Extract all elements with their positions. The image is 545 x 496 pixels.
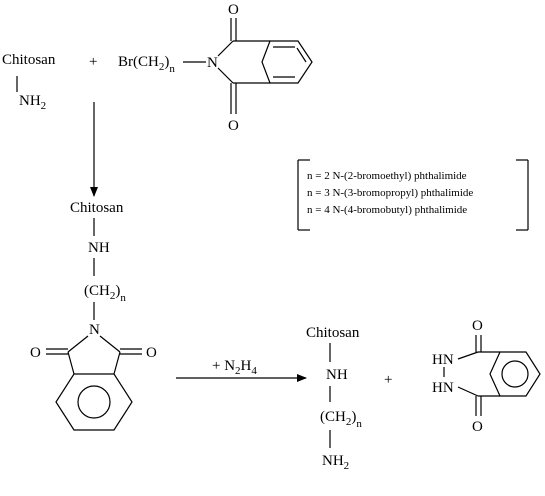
legend-line: n = 3 N-(3-bromopropyl) phthalimide xyxy=(307,187,473,199)
plus-sign: + xyxy=(384,372,392,388)
carbonyl-oxygen-top: O xyxy=(228,2,239,18)
chitosan-label: Chitosan xyxy=(70,200,124,216)
hn-label-bottom: HN xyxy=(432,380,454,396)
legend-line: n = 2 N-(2-bromoethyl) phthalimide xyxy=(307,170,467,182)
chitosan-label: Chitosan xyxy=(2,52,56,68)
carbonyl-oxygen-bottom: O xyxy=(472,419,483,435)
phthalhydrazide-product: O HN HN O xyxy=(432,318,541,435)
linker-label: (CH2)n xyxy=(84,283,126,304)
bond-line xyxy=(113,351,121,375)
bond-line xyxy=(457,386,479,397)
bond-line xyxy=(99,335,121,353)
hn-label-top: HN xyxy=(432,352,454,368)
aromatic-circle xyxy=(501,360,529,388)
benzene-ring xyxy=(261,40,313,84)
aromatic-bond xyxy=(296,47,307,63)
nh-label: NH xyxy=(326,367,348,383)
carbonyl-oxygen-bottom: O xyxy=(228,118,239,134)
legend-line: n = 4 N-(4-bromobutyl) phthalimide xyxy=(307,204,467,216)
plus-sign: + xyxy=(89,54,97,70)
carbonyl-oxygen-left: O xyxy=(30,345,41,361)
benzene-ring xyxy=(489,351,541,397)
bond-line xyxy=(67,335,89,353)
bond-line xyxy=(217,67,234,84)
legend-box: n = 2 N-(2-bromoethyl) phthalimide n = 3… xyxy=(297,159,529,231)
benzene-ring xyxy=(55,373,133,431)
chitosan-reactant: Chitosan NH2 xyxy=(2,52,56,112)
intermediate-structure: Chitosan NH (CH2)n N O O xyxy=(30,200,157,431)
chitosan-label: Chitosan xyxy=(306,325,360,341)
bond-line xyxy=(67,351,75,375)
nh-label: NH xyxy=(88,240,110,256)
aromatic-circle xyxy=(77,385,111,419)
hydrazinolysis-step: + N2H4 xyxy=(176,358,307,382)
bromoalkyl-chain-label: Br(CH2)n xyxy=(118,54,175,75)
bond-line xyxy=(217,40,234,57)
amine-label: NH2 xyxy=(322,453,349,472)
imide-nitrogen-label: N xyxy=(207,55,218,71)
carbonyl-oxygen-top: O xyxy=(472,318,483,334)
aminoalkyl-chitosan-product: Chitosan NH (CH2)n NH2 xyxy=(306,325,362,472)
bond-line xyxy=(457,351,479,360)
reagent-label: + N2H4 xyxy=(212,358,257,377)
bromoalkyl-phthalimide: Br(CH2)n N O O xyxy=(118,2,313,134)
carbonyl-oxygen-right: O xyxy=(146,345,157,361)
amine-label: NH2 xyxy=(19,93,46,112)
linker-label: (CH2)n xyxy=(320,409,362,430)
imide-nitrogen-label: N xyxy=(89,322,100,338)
